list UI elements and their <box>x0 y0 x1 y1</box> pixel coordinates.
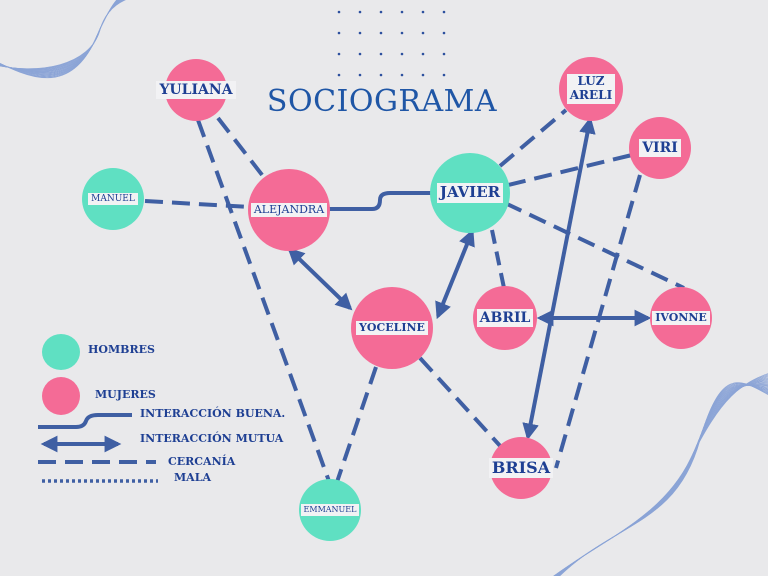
node-label-line2: ARELI <box>569 88 613 102</box>
node-label: ABRIL <box>476 308 534 328</box>
node-ivonne[interactable]: IVONNE <box>650 287 712 349</box>
grid-dot <box>421 73 425 77</box>
edge-yoceline-brisa <box>418 356 504 450</box>
grid-dot <box>421 10 425 14</box>
grid-dot <box>358 31 362 35</box>
grid-dot <box>337 10 341 14</box>
grid-dot <box>400 10 404 14</box>
page-title: SOCIOGRAMA <box>266 84 498 119</box>
node-alejandra[interactable]: ALEJANDRA <box>248 169 330 251</box>
node-brisa[interactable]: BRISA <box>488 437 554 499</box>
grid-dot <box>442 10 446 14</box>
legend-male-dot <box>42 334 80 370</box>
grid-dot <box>442 73 446 77</box>
edge-manuel-alejandra <box>144 199 251 209</box>
node-yoceline[interactable]: YOCELINE <box>351 287 433 369</box>
grid-dot <box>400 52 404 56</box>
edge-javier-ivonne <box>504 201 685 290</box>
node-viri[interactable]: VIRI <box>629 117 691 179</box>
edge-javier-luzareli <box>498 108 568 168</box>
legend-good-label: INTERACCIÓN BUENA. <box>140 407 286 420</box>
node-luz-areli[interactable]: LUZ ARELI <box>559 57 623 121</box>
edge-yuliana-emmanuel <box>196 119 332 485</box>
node-label: JAVIER <box>436 183 504 203</box>
bottom-right-wave <box>553 373 768 576</box>
grid-dot <box>358 52 362 56</box>
grid-dot <box>379 52 383 56</box>
grid-dot <box>358 73 362 77</box>
grid-dot <box>379 31 383 35</box>
grid-dot <box>379 73 383 77</box>
node-label: IVONNE <box>652 310 710 326</box>
node-abril[interactable]: ABRIL <box>473 286 537 350</box>
node-label: MANUEL <box>88 192 138 206</box>
node-javier[interactable]: JAVIER <box>430 153 510 233</box>
wave-line <box>0 0 127 69</box>
grid-dot <box>337 73 341 77</box>
edge-viri-brisa <box>554 174 642 469</box>
edge-alejandra-javier <box>328 191 432 211</box>
grid-dot <box>337 52 341 56</box>
legend-bad-label: MALA <box>174 471 211 484</box>
wave-line <box>559 382 768 576</box>
legend-male-label: HOMBRES <box>88 343 155 356</box>
dot-grid <box>337 10 446 77</box>
legend-close-label: CERCANÍA <box>168 455 236 468</box>
top-left-wave <box>0 0 127 79</box>
edge-javier-viri <box>507 153 633 187</box>
node-manuel[interactable]: MANUEL <box>82 168 144 230</box>
legend-female-label: MUJERES <box>95 388 156 401</box>
edge-yuliana-alejandra <box>216 116 268 182</box>
grid-dot <box>337 31 341 35</box>
legend-female-dot <box>42 377 80 415</box>
legend-line-good <box>38 413 132 429</box>
node-label: BRISA <box>488 457 554 479</box>
legend-mutual-label: INTERACCIÓN MUTUA <box>140 432 284 445</box>
node-label-line1: LUZ <box>577 74 605 89</box>
grid-dot <box>379 10 383 14</box>
grid-dot <box>442 31 446 35</box>
node-label: EMMANUEL <box>300 504 360 516</box>
grid-dot <box>358 10 362 14</box>
node-label: VIRI <box>639 138 681 158</box>
node-label: YOCELINE <box>356 320 428 336</box>
node-emmanuel[interactable]: EMMANUEL <box>299 479 361 541</box>
edge-yoceline-emmanuel <box>335 366 378 483</box>
edge-javier-abril <box>490 229 506 289</box>
grid-dot <box>400 73 404 77</box>
grid-dot <box>421 31 425 35</box>
grid-dot <box>421 52 425 56</box>
node-label: YULIANA <box>156 80 236 100</box>
grid-dot <box>400 31 404 35</box>
edge-yoceline-javier <box>435 228 475 320</box>
node-label: ALEJANDRA <box>250 202 328 218</box>
node-label: LUZ ARELI <box>566 74 616 104</box>
grid-dot <box>442 52 446 56</box>
node-yuliana[interactable]: YULIANA <box>156 59 236 121</box>
edge-luzareli-brisa <box>522 116 596 441</box>
edge-alejandra-yoceline <box>287 247 353 311</box>
